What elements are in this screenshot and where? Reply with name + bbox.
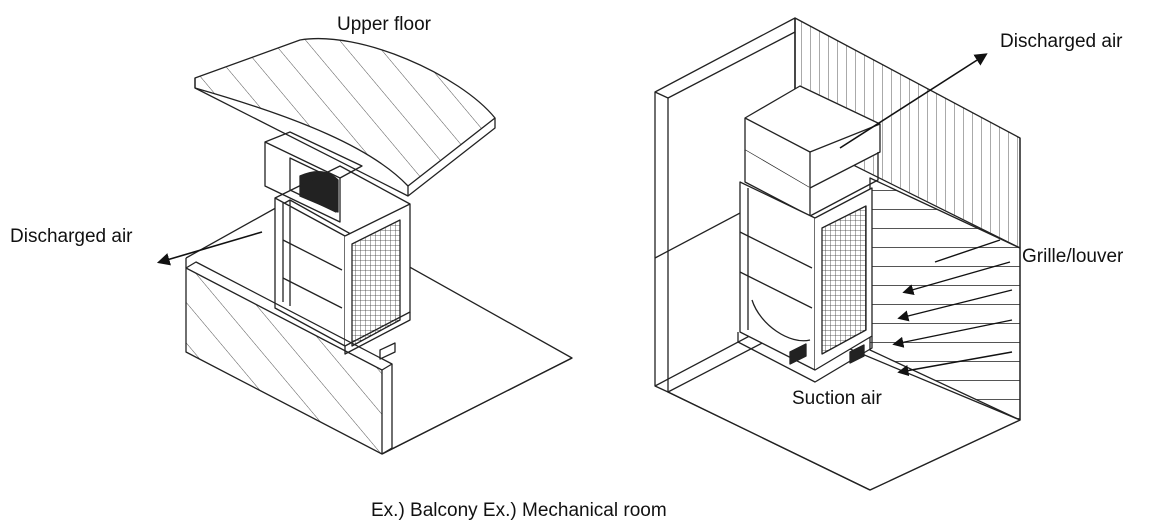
balcony-scene (156, 38, 573, 455)
caption: Ex.) Balcony Ex.) Mechanical room (371, 500, 667, 521)
outdoor-unit-balcony (264, 131, 411, 360)
suction-air-arrows (892, 239, 1013, 377)
label-discharged-air-right: Discharged air (1000, 31, 1123, 52)
balcony-railing-wall (185, 261, 393, 455)
mechanical-room-scene (654, 17, 1021, 491)
discharge-arrow-right (839, 53, 988, 149)
outdoor-unit-room (737, 85, 881, 383)
upper-floor-slab (194, 38, 496, 197)
label-upper-floor: Upper floor (337, 14, 432, 35)
room-floor (667, 325, 1021, 491)
label-grille-louver: Grille/louver (1022, 246, 1124, 267)
discharge-arrow-left (156, 231, 263, 266)
balcony-floor (185, 199, 573, 455)
label-discharged-air-left: Discharged air (10, 226, 133, 247)
label-suction-air: Suction air (792, 388, 882, 409)
